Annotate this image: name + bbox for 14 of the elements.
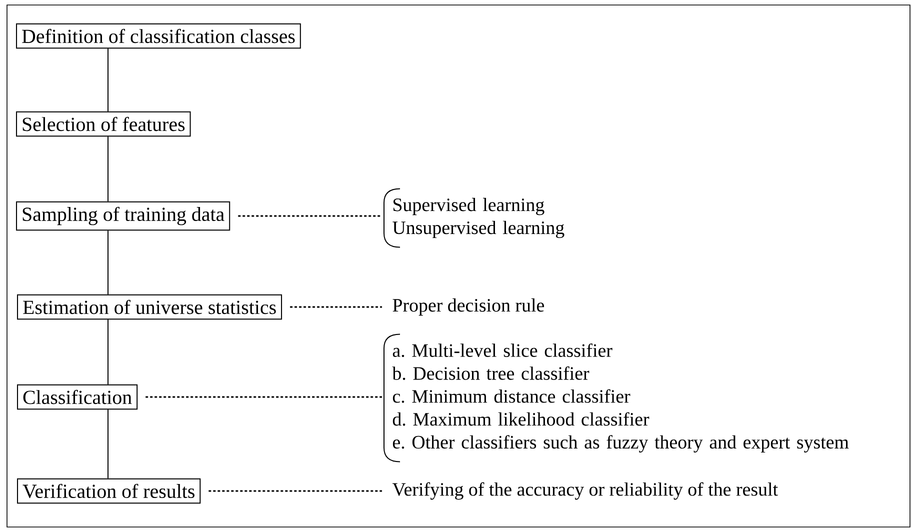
note-text: Verifying of the accuracy or reliability of the result — [392, 482, 778, 500]
process-box: Estimation of universe statistics — [17, 294, 282, 320]
process-box: Classification — [17, 384, 138, 410]
dotted-connector — [208, 490, 382, 492]
dotted-connector — [238, 215, 382, 217]
dotted-connector — [290, 306, 382, 308]
process-box: Sampling of training data — [16, 201, 230, 231]
process-box: Definition of classification classes — [16, 23, 301, 49]
note-text: Proper decision rule — [392, 298, 544, 316]
process-box: Verification of results — [17, 478, 201, 504]
process-box: Selection of features — [16, 111, 191, 137]
dotted-connector — [146, 396, 382, 398]
bracketed-list: Supervised learning Unsupervised learning — [384, 188, 564, 248]
bracketed-list: a. Multi-level slice classifier b. Decision tree classifier c. Minimum distance classifier d. Maximum likelihood classifier e. Other classifiers such as fuzzy theory and expert system — [384, 334, 849, 462]
